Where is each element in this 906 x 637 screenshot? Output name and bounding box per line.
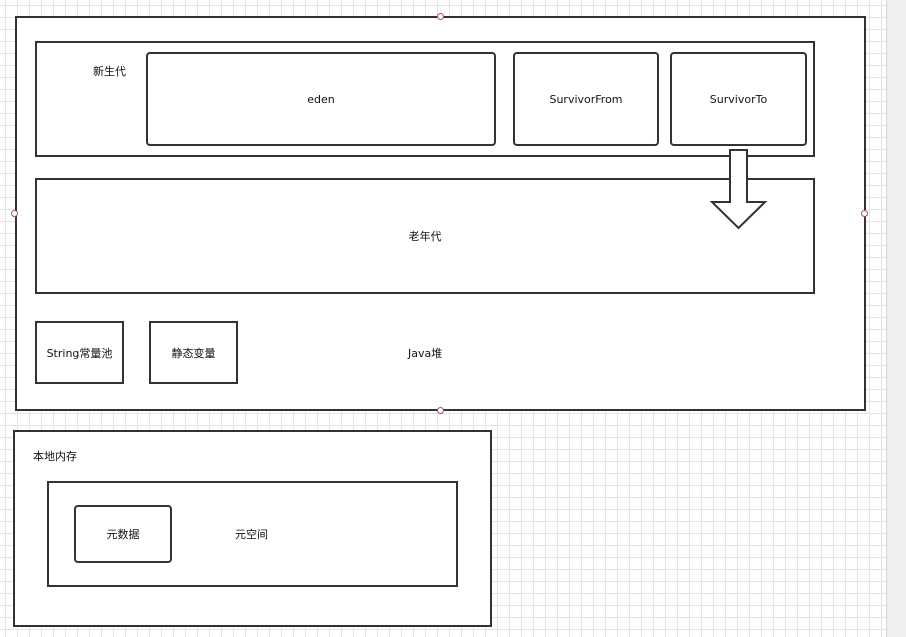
metadata-box[interactable]: 元数据 xyxy=(74,505,172,563)
resize-handle-top[interactable] xyxy=(437,13,444,20)
old-gen-box[interactable]: 老年代 xyxy=(35,178,815,294)
survivor-from-box[interactable]: SurvivorFrom xyxy=(513,52,659,146)
old-gen-label: 老年代 xyxy=(408,230,442,243)
vertical-scrollbar[interactable] xyxy=(886,0,906,637)
eden-box[interactable]: eden xyxy=(146,52,496,146)
promotion-arrow[interactable] xyxy=(709,148,770,232)
resize-handle-bottom[interactable] xyxy=(437,407,444,414)
resize-handle-right[interactable] xyxy=(861,210,868,217)
string-pool-box[interactable]: String常量池 xyxy=(35,321,124,384)
static-vars-label: 静态变量 xyxy=(171,346,216,360)
resize-handle-left[interactable] xyxy=(11,210,18,217)
string-pool-label: String常量池 xyxy=(46,346,113,360)
survivor-to-label: SurvivorTo xyxy=(709,92,768,106)
eden-label: eden xyxy=(307,92,335,106)
young-gen-label: 新生代 xyxy=(93,65,126,78)
static-vars-box[interactable]: 静态变量 xyxy=(149,321,238,384)
metadata-label: 元数据 xyxy=(106,528,140,541)
metaspace-label: 元空间 xyxy=(235,528,268,541)
native-memory-label: 本地内存 xyxy=(33,450,77,463)
java-heap-label: Java堆 xyxy=(408,347,443,360)
survivor-from-label: SurvivorFrom xyxy=(549,92,623,106)
survivor-to-box[interactable]: SurvivorTo xyxy=(670,52,807,146)
promotion-arrow-shape xyxy=(709,149,768,230)
